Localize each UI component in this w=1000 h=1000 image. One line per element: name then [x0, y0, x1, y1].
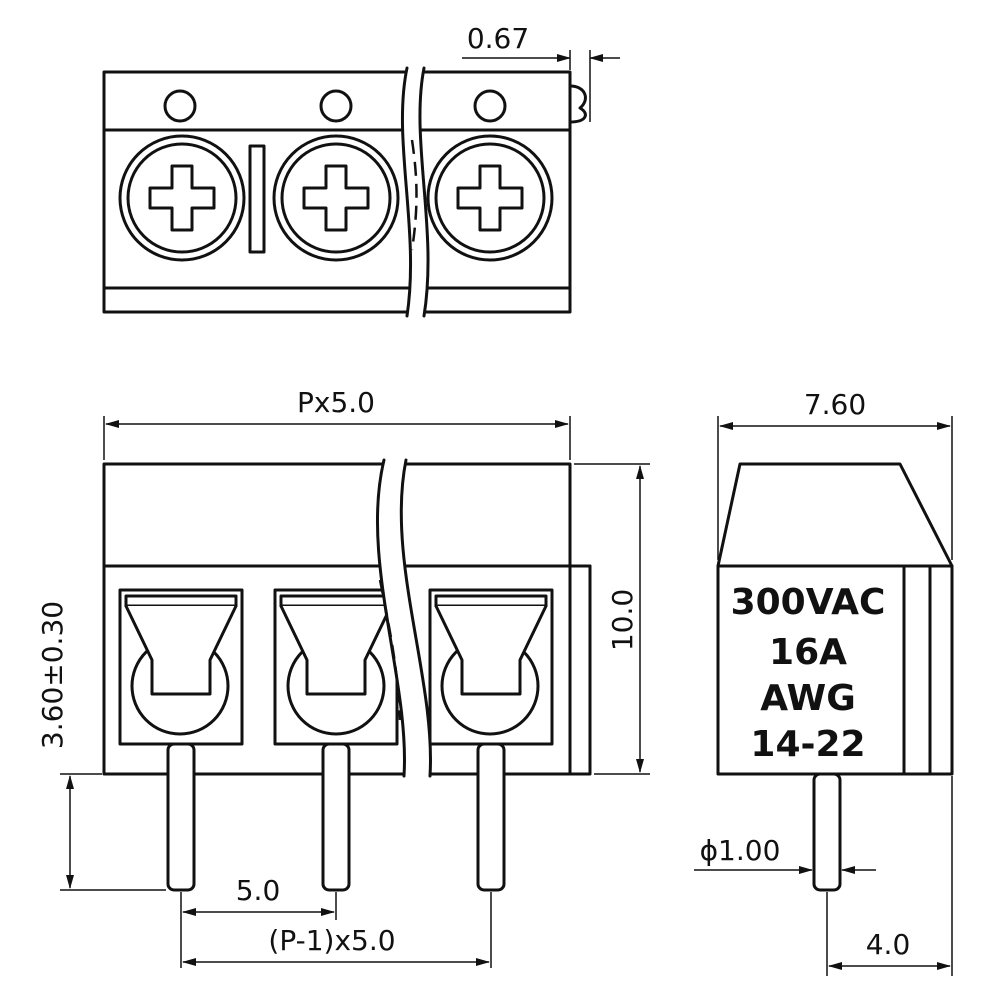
rating-awg-label: AWG — [760, 678, 856, 719]
top-break-hidden-line — [410, 139, 418, 251]
top-break-line-right — [418, 66, 430, 318]
rating-voltage: 300VAC — [731, 582, 886, 623]
top-view-body — [102, 70, 572, 314]
front-pin-2 — [321, 742, 351, 892]
dim-pin-span-label: (P-1)x5.0 — [268, 924, 395, 957]
dim-pin-length-label: 3.60±0.30 — [36, 601, 69, 749]
dim-total-length-label: Px5.0 — [297, 386, 375, 419]
side-pin — [812, 772, 842, 892]
dim-pin-position-label: 4.0 — [866, 928, 911, 961]
dim-pin-diameter-label: ϕ1.00 — [700, 834, 781, 867]
front-view-side-step — [568, 564, 592, 776]
top-view: 0.67 — [102, 22, 620, 318]
screw-head-icon — [272, 134, 400, 262]
dim-width-label: 7.60 — [804, 388, 866, 421]
rating-current: 16A — [769, 632, 847, 673]
dim-height-label: 10.0 — [606, 589, 639, 651]
side-view-slot — [902, 564, 932, 776]
front-pin-1 — [166, 742, 196, 892]
top-hole-3 — [473, 89, 507, 123]
dim-pin-offset-label: 0.67 — [467, 22, 529, 55]
top-side-nub — [568, 84, 587, 124]
screw-head-icon — [118, 134, 246, 262]
screw-head-icon — [426, 134, 554, 262]
wire-entry-3 — [428, 588, 554, 746]
front-view: Px5.0 10.0 3.60±0.30 5.0 (P-1)x5.0 — [36, 386, 650, 968]
front-break-line-right — [399, 458, 433, 778]
dim-pitch-label: 5.0 — [236, 874, 281, 907]
top-break-line-left — [401, 66, 413, 318]
side-view: 300VAC 16A AWG 14-22 7.60 ϕ1.00 4.0 — [694, 388, 954, 976]
wire-entry-1 — [118, 588, 244, 746]
front-pin-3 — [476, 742, 506, 892]
wire-entry-2 — [273, 588, 399, 746]
top-hole-1 — [163, 89, 197, 123]
top-divider — [248, 144, 266, 254]
top-hole-2 — [319, 89, 353, 123]
front-break-hidden-line — [378, 579, 402, 721]
front-break-gap — [377, 458, 431, 780]
front-break-line-left — [375, 458, 407, 778]
rating-awg-range: 14-22 — [750, 724, 865, 765]
